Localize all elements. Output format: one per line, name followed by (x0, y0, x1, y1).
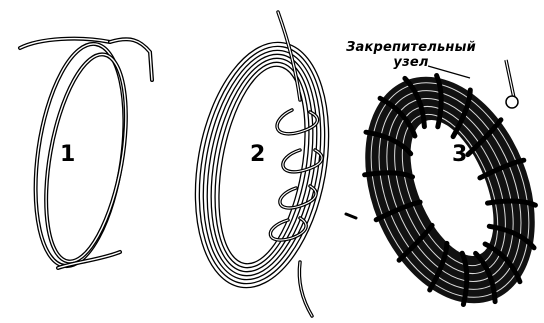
label-coil-2: 2 (250, 144, 265, 166)
coil-3-wrapped-coil (333, 51, 544, 323)
callout-fastening-knot: Закрепительный узел (336, 40, 486, 70)
stray-mark (346, 214, 356, 218)
callout-line-1: Закрепительный (336, 40, 486, 55)
label-coil-1: 1 (60, 144, 75, 166)
callout-line-2: узел (336, 55, 486, 70)
coil-1-loose-loops (20, 38, 152, 272)
label-coil-3: 3 (452, 144, 467, 166)
